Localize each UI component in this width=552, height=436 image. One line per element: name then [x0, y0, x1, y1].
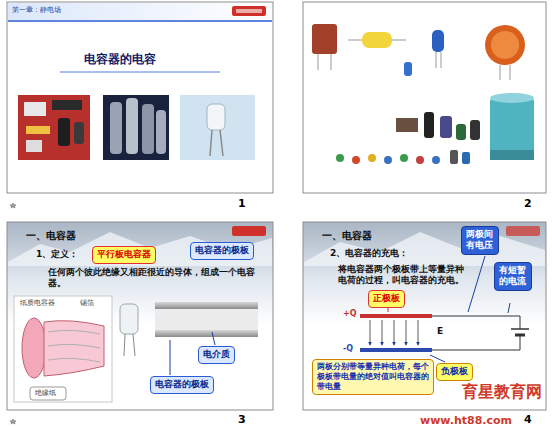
callout-box: 电容器的极板 — [150, 376, 214, 394]
watermark-url: www.ht88.com — [420, 414, 512, 427]
callout-box: 两板分别带等量异种电荷，每个极板带电量的绝对值叫电容器的带电量 — [312, 359, 434, 395]
callout-box: 正极板 — [368, 290, 405, 308]
part-label: 绝缘纸 — [35, 389, 56, 397]
callout-text: 两极间有电压 — [466, 229, 494, 252]
callout-box: 有短暂的电流 — [494, 262, 532, 291]
callout-box: 电介质 — [198, 346, 235, 364]
callout-text: 平行板电容器 — [97, 249, 151, 260]
slide-four — [303, 222, 546, 410]
callout-text: 电介质 — [203, 349, 230, 360]
slide-two — [303, 2, 546, 193]
callout-text: 负极板 — [441, 366, 468, 377]
callout-box: 平行板电容器 — [92, 246, 156, 264]
callout-box: 两极间有电压 — [461, 226, 499, 255]
definition-text: 任何两个彼此绝缘又相距很近的导体，组成一个电容器。 — [48, 267, 263, 289]
slide-number: 1 — [238, 197, 246, 210]
callout-box: 负极板 — [436, 363, 473, 381]
point-heading: 2、电容器的充电： — [330, 248, 408, 259]
callout-box: 电容器的极板 — [190, 242, 254, 260]
section-heading: 一、电容器 — [26, 230, 76, 242]
part-label: 锡箔 — [80, 299, 94, 307]
callout-text: 有短暂的电流 — [499, 265, 527, 288]
watermark: 育星教育网 — [462, 382, 542, 401]
slide-number: 4 — [524, 413, 532, 426]
callout-text: 电容器的极板 — [155, 379, 209, 390]
chapter-header: 第一章：静电场 — [12, 6, 61, 14]
slide-number: 2 — [524, 197, 532, 210]
charge-label: -Q — [343, 344, 353, 354]
slide-one — [7, 2, 273, 208]
point-heading: 1、定义： — [36, 249, 78, 260]
slide-number: 3 — [238, 413, 246, 426]
slide-three — [7, 222, 273, 424]
definition-text: 将电容器两个极板带上等量异种电荷的过程，叫电容器的充电。 — [338, 264, 468, 286]
slide-title: 电容器的电容 — [84, 52, 156, 66]
section-heading: 一、电容器 — [322, 230, 372, 242]
field-label: E — [437, 326, 443, 337]
part-label: 纸质电容器 — [20, 299, 55, 307]
callout-text: 电容器的极板 — [195, 245, 249, 256]
callout-text: 正极板 — [373, 293, 400, 304]
callout-text: 两板分别带等量异种电荷，每个极板带电量的绝对值叫电容器的带电量 — [317, 362, 429, 392]
charge-label: +Q — [343, 309, 357, 319]
